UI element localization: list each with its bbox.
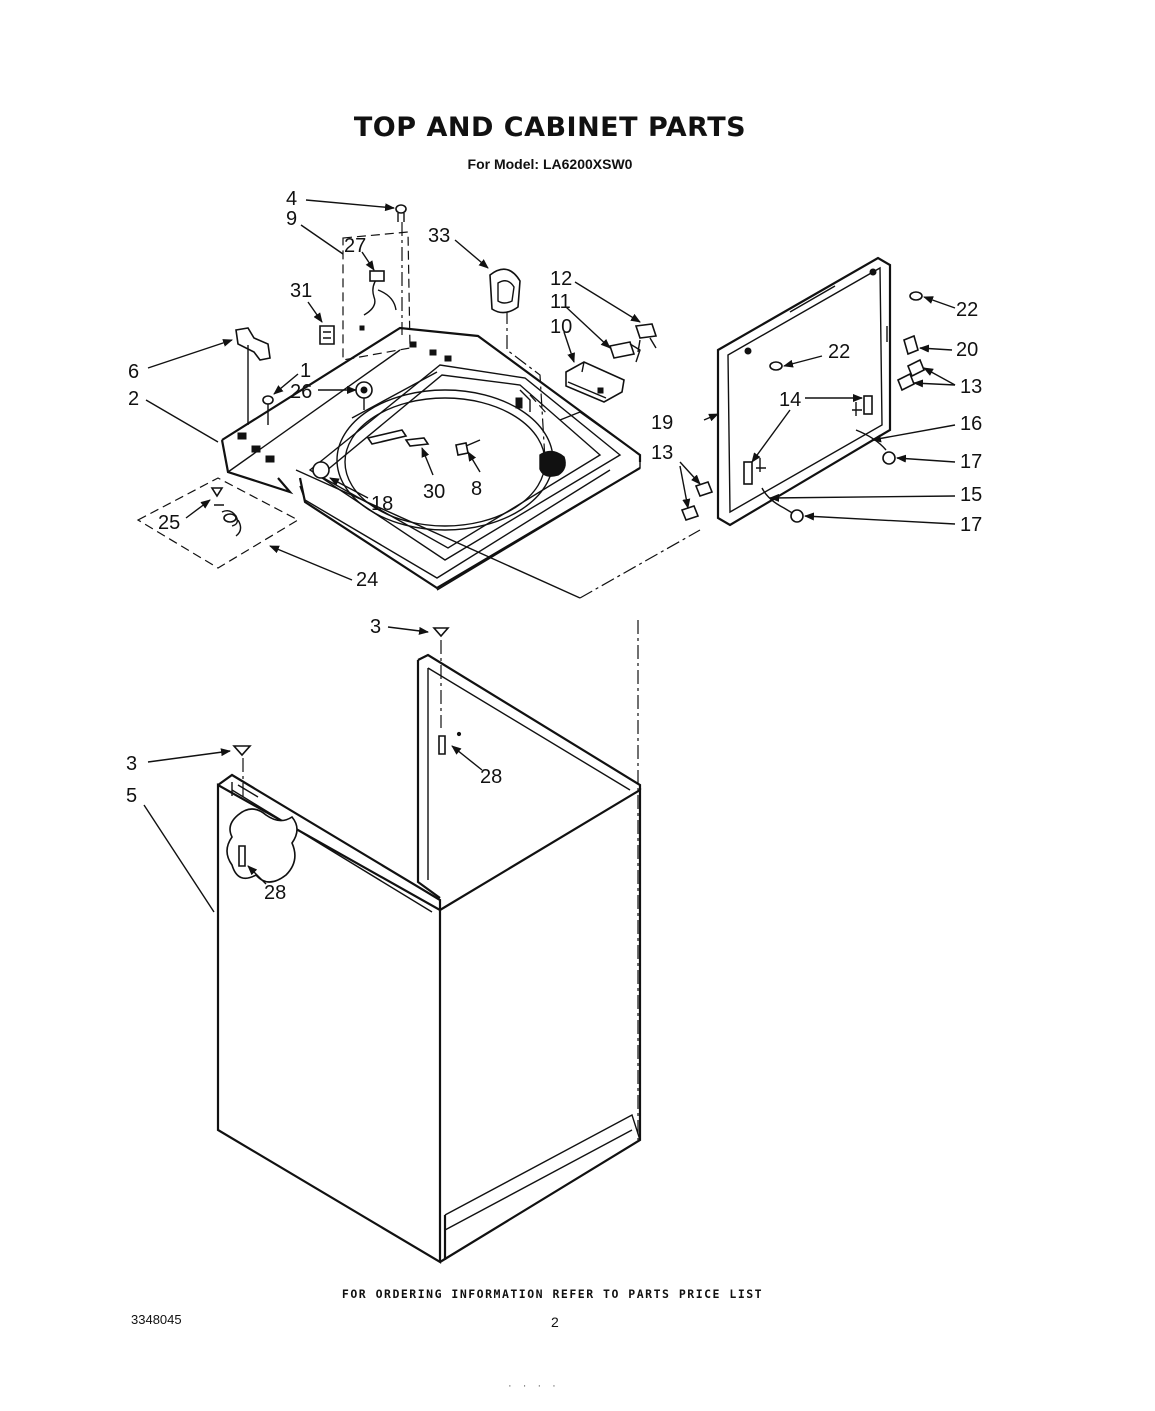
callout-12: 12 [550, 268, 572, 290]
callout-33: 33 [428, 225, 450, 247]
page-title: TOP AND CABINET PARTS [353, 112, 747, 143]
callout-19: 19 [651, 412, 673, 434]
callout-25: 25 [158, 512, 180, 534]
callout-15: 15 [960, 484, 982, 506]
document-number: 3348045 [131, 1312, 182, 1327]
callout-28a: 28 [480, 766, 502, 788]
callout-30: 30 [423, 481, 445, 503]
callout-1: 1 [300, 360, 311, 382]
leader-lines [143, 199, 956, 913]
construction-lines [136, 222, 701, 1140]
callout-31: 31 [290, 280, 312, 302]
callout-8: 8 [471, 478, 482, 500]
bottom-fragment: · · · · [508, 1380, 560, 1392]
callout-27: 27 [344, 235, 366, 257]
callout-13a: 13 [960, 376, 982, 398]
callout-26: 26 [290, 381, 312, 403]
callout-10: 10 [550, 316, 572, 338]
ordering-note: FOR ORDERING INFORMATION REFER TO PARTS … [341, 1287, 764, 1301]
callout-4: 4 [286, 188, 297, 210]
washer-top [220, 326, 642, 599]
callout-5: 5 [126, 785, 137, 807]
callout-6: 6 [128, 361, 139, 383]
callout-11: 11 [550, 291, 571, 313]
callout-13b: 13 [651, 442, 673, 464]
cabinet [216, 653, 642, 1264]
callout-22b: 22 [828, 341, 850, 363]
callout-17a: 17 [960, 451, 982, 473]
callout-3b: 3 [126, 753, 137, 775]
lid-panel [716, 256, 892, 527]
callout-17b: 17 [960, 514, 982, 536]
callout-16: 16 [960, 413, 982, 435]
callout-14: 14 [779, 389, 801, 411]
callout-20: 20 [956, 339, 978, 361]
callout-3a: 3 [370, 616, 381, 638]
callouts: 4 9 27 33 31 12 11 10 6 1 2 26 30 8 18 2… [126, 188, 982, 904]
callout-9: 9 [286, 208, 297, 230]
callout-24: 24 [356, 569, 378, 591]
callout-22a: 22 [956, 299, 978, 321]
page-number: 2 [551, 1314, 559, 1330]
callout-2: 2 [128, 388, 139, 410]
callout-18: 18 [371, 493, 393, 515]
callout-28b: 28 [264, 882, 286, 904]
model-subtitle: For Model: LA6200XSW0 [467, 156, 633, 172]
